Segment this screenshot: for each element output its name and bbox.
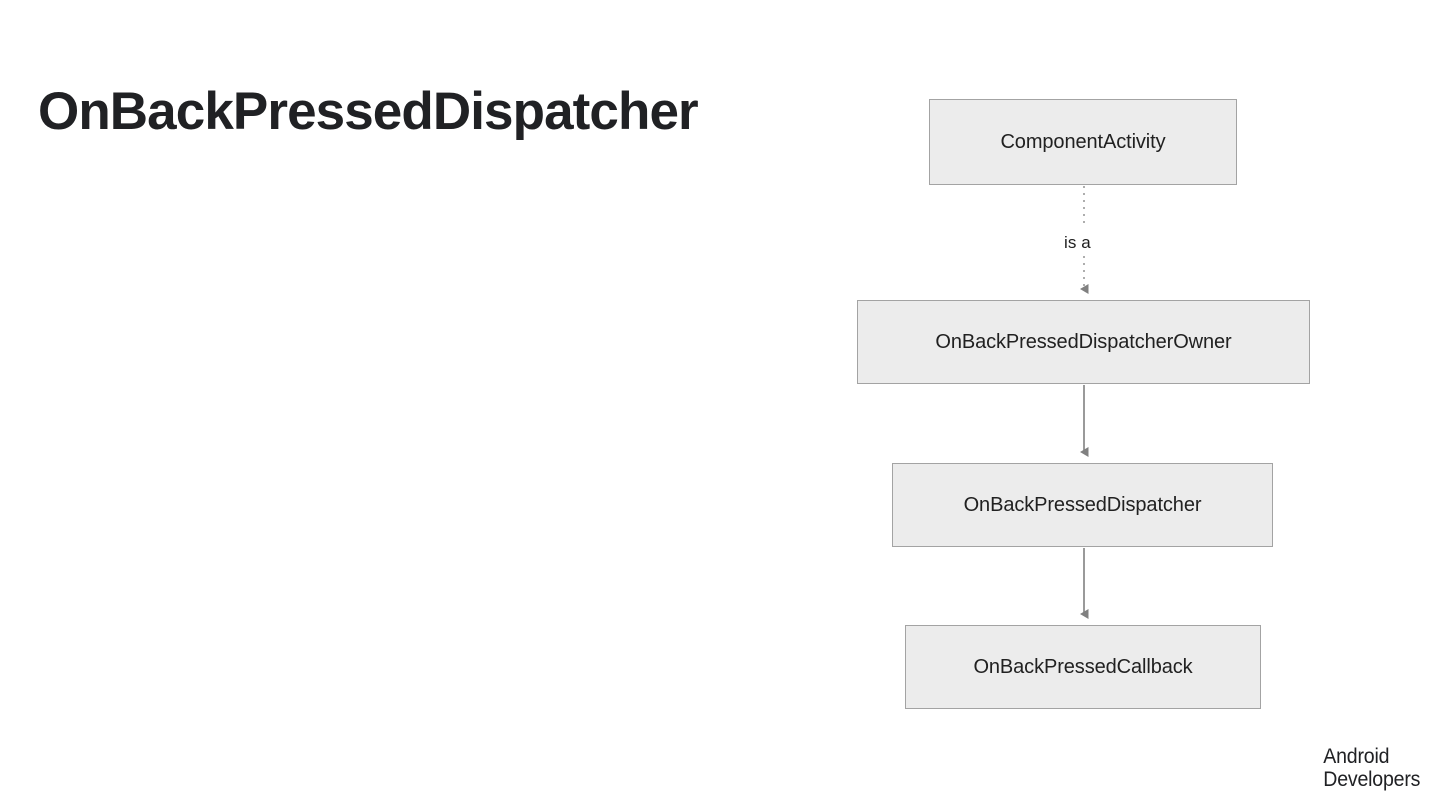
page-title: OnBackPressedDispatcher xyxy=(38,82,699,141)
diagram-node-onbackpresseddispatcherowner[interactable]: OnBackPressedDispatcherOwner xyxy=(857,300,1310,384)
edge-label-is-a: is a xyxy=(1058,232,1097,254)
brand-line-android: Android xyxy=(1323,744,1390,768)
brand-line-developers: Developers xyxy=(1323,768,1420,792)
android-developers-logo: Android Developers xyxy=(1323,745,1420,792)
diagram-node-onbackpressedcallback[interactable]: OnBackPressedCallback xyxy=(905,625,1261,709)
diagram-node-component-activity[interactable]: ComponentActivity xyxy=(929,99,1237,185)
diagram-node-onbackpresseddispatcher[interactable]: OnBackPressedDispatcher xyxy=(892,463,1273,547)
